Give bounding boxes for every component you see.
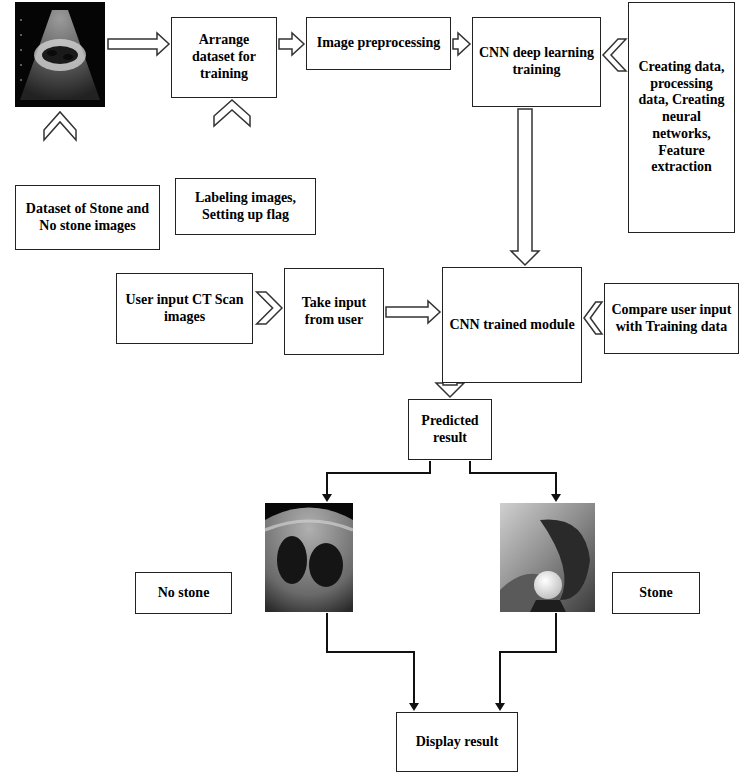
process-box: CNN trained module [442,267,582,383]
node-text: User input CT Scan images [122,292,247,326]
node-text: Display result [416,734,499,751]
node-text: Compare user input with Training data [610,302,733,336]
flow-arrow [511,109,539,265]
input-chevron [214,100,250,126]
ultrasound-image [500,503,595,612]
input-chevron [603,39,626,71]
class-label-box: Stone [612,572,700,614]
output-box: Display result [396,712,518,772]
node-text: CNN trained module [449,317,574,334]
ultrasound-image [15,2,105,107]
arrowhead [322,494,561,711]
process-box: Take input from user [284,268,384,355]
node-text: Take input from user [290,295,378,329]
node-text: Arrange dataset for training [177,32,271,82]
flow-arrow [453,33,470,55]
note-box: Compare user input with Training data [604,283,739,354]
node-text: Predicted result [414,413,486,447]
process-box: Arrange dataset for training [171,17,277,98]
flow-arrow [108,33,169,55]
node-text: Image preprocessing [317,35,441,52]
flow-arrow [436,383,464,397]
result-branch-lines [327,461,556,705]
node-text: Labeling images, Setting up flag [181,190,310,224]
note-box: Labeling images, Setting up flag [175,178,316,235]
input-chevron [584,302,602,334]
input-box: Dataset of Stone and No stone images [15,185,160,250]
input-chevron [44,112,76,140]
process-box: Image preprocessing [306,17,451,70]
flow-arrow [386,301,440,323]
node-text: No stone [158,585,210,602]
class-label-box: No stone [135,572,232,614]
flow-arrow [279,33,304,55]
process-box: CNN deep learning training [472,17,601,107]
node-text: Dataset of Stone and No stone images [21,201,154,235]
node-text: Stone [639,585,672,602]
input-chevron [257,292,282,324]
node-text: CNN deep learning training [478,45,595,79]
result-box: Predicted result [408,399,492,460]
input-box: User input CT Scan images [116,273,253,344]
ultrasound-image [265,503,353,612]
note-box: Creating data, processing data, Creating… [628,2,735,233]
node-text: Creating data, processing data, Creating… [634,59,729,177]
